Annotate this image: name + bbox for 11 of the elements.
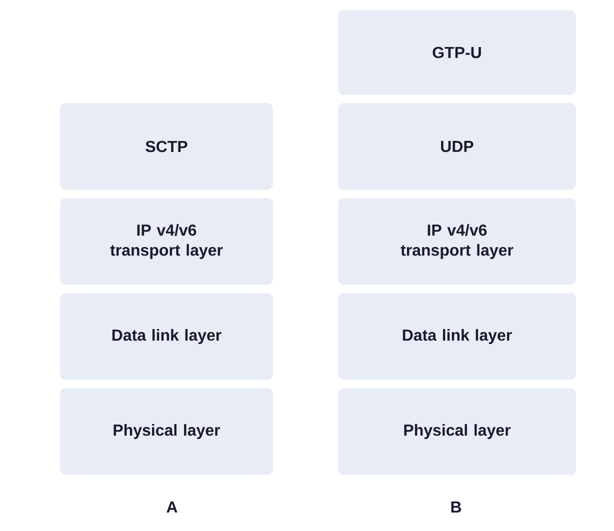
layer-box: Physical layer [60, 388, 273, 475]
layer-box: UDP [338, 103, 576, 190]
layer-box: Data link layer [338, 293, 576, 380]
column-label: B [451, 502, 462, 512]
column-label: A [166, 502, 178, 512]
layer-box: Data link layer [60, 293, 273, 380]
layer-box: IP v4/v6 transport layer [60, 198, 273, 285]
layer-box: SCTP [60, 103, 273, 190]
layer-box: GTP-U [338, 10, 576, 95]
layer-box: Physical layer [338, 388, 576, 475]
layer-box: IP v4/v6 transport layer [338, 198, 576, 285]
